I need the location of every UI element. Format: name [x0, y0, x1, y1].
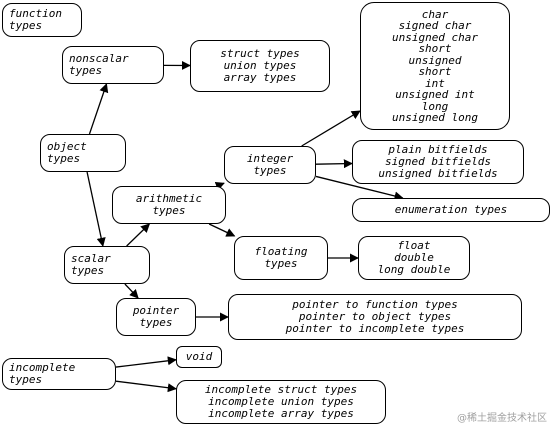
node-struct-union-array-types: struct types union types array types	[190, 40, 330, 92]
line: types	[152, 204, 186, 217]
line: pointer to incomplete types	[285, 322, 465, 335]
line: pointer to function types	[292, 298, 458, 311]
line: union types	[223, 59, 297, 72]
watermark: @稀土掘金技术社区	[457, 413, 547, 424]
line: types	[253, 164, 287, 177]
line: array types	[223, 71, 297, 84]
node-integer-types: integer types	[224, 146, 316, 184]
line: double	[394, 251, 434, 264]
node-scalar-types: scalar types	[64, 246, 150, 284]
line: function	[9, 7, 62, 20]
node-pointer-kinds: pointer to function types pointer to obj…	[228, 294, 522, 340]
line: unsigned int	[395, 88, 475, 101]
node-object-types: object types	[40, 134, 126, 172]
line: char	[421, 7, 449, 21]
edge-integer-types-to-enumeration-types	[315, 175, 404, 201]
node-floating-types: floating types	[234, 236, 328, 280]
line: types	[71, 264, 105, 277]
line: unsigned	[408, 53, 462, 67]
line: incomplete	[9, 361, 76, 374]
line: int	[425, 76, 445, 90]
edge-scalar-types-to-arithmetic-types	[126, 223, 151, 247]
line: integer	[246, 152, 294, 165]
node-nonscalar-types: nonscalar types	[62, 46, 164, 84]
line: nonscalar	[69, 52, 129, 65]
line: pointer to object types	[298, 310, 452, 323]
line: signed char	[398, 19, 472, 32]
line: arithmetic	[135, 192, 203, 205]
line: floating	[254, 245, 308, 258]
line: types	[9, 19, 43, 32]
line: unsigned char	[391, 30, 479, 44]
line: plain bitfields	[388, 143, 488, 156]
node-c-integer-types: char signed char unsigned char short uns…	[360, 2, 510, 130]
line: types	[47, 152, 81, 165]
node-pointer-types: pointer types	[116, 298, 196, 336]
line: unsigned long	[391, 111, 479, 124]
line: types	[69, 64, 103, 77]
line: incomplete union types	[208, 395, 354, 408]
edge-object-types-to-nonscalar-types	[88, 83, 109, 135]
edge-incomplete-types-to-void	[115, 356, 177, 368]
edge-incomplete-types-to-incomplete-kinds	[115, 380, 177, 393]
line: short	[418, 65, 452, 78]
node-void: void	[176, 346, 222, 368]
line: long	[421, 99, 449, 113]
line: struct types	[220, 47, 300, 60]
line: short	[418, 42, 452, 55]
line: types	[139, 316, 173, 329]
node-enumeration-types: enumeration types	[352, 198, 550, 222]
edge-arithmetic-types-to-floating-types	[208, 223, 236, 237]
edge-scalar-types-to-pointer-types	[124, 283, 139, 299]
line: unsigned bitfields	[378, 167, 498, 180]
line: incomplete struct types	[204, 383, 358, 396]
node-incomplete-types: incomplete types	[2, 358, 116, 390]
node-float-types: float double long double	[358, 236, 470, 280]
line: types	[264, 257, 298, 270]
line: signed bitfields	[385, 155, 491, 168]
node-incomplete-kinds: incomplete struct types incomplete union…	[176, 380, 386, 424]
node-function-types: function types	[2, 3, 82, 37]
node-bitfields: plain bitfields signed bitfields unsigne…	[352, 140, 524, 184]
edge-arithmetic-types-to-integer-types	[214, 182, 225, 191]
edge-object-types-to-scalar-types	[86, 171, 106, 247]
edge-integer-types-to-bitfields	[315, 159, 353, 169]
line: void	[185, 350, 213, 363]
line: enumeration types	[394, 203, 508, 216]
line: scalar	[71, 252, 111, 265]
line: pointer	[132, 304, 180, 317]
line: long double	[377, 263, 451, 276]
line: incomplete array types	[208, 407, 354, 420]
line: types	[9, 373, 43, 386]
line: object	[47, 140, 87, 153]
node-arithmetic-types: arithmetic types	[112, 186, 226, 224]
edge-integer-types-to-c-integer-types	[301, 110, 361, 147]
line: float	[397, 239, 431, 252]
